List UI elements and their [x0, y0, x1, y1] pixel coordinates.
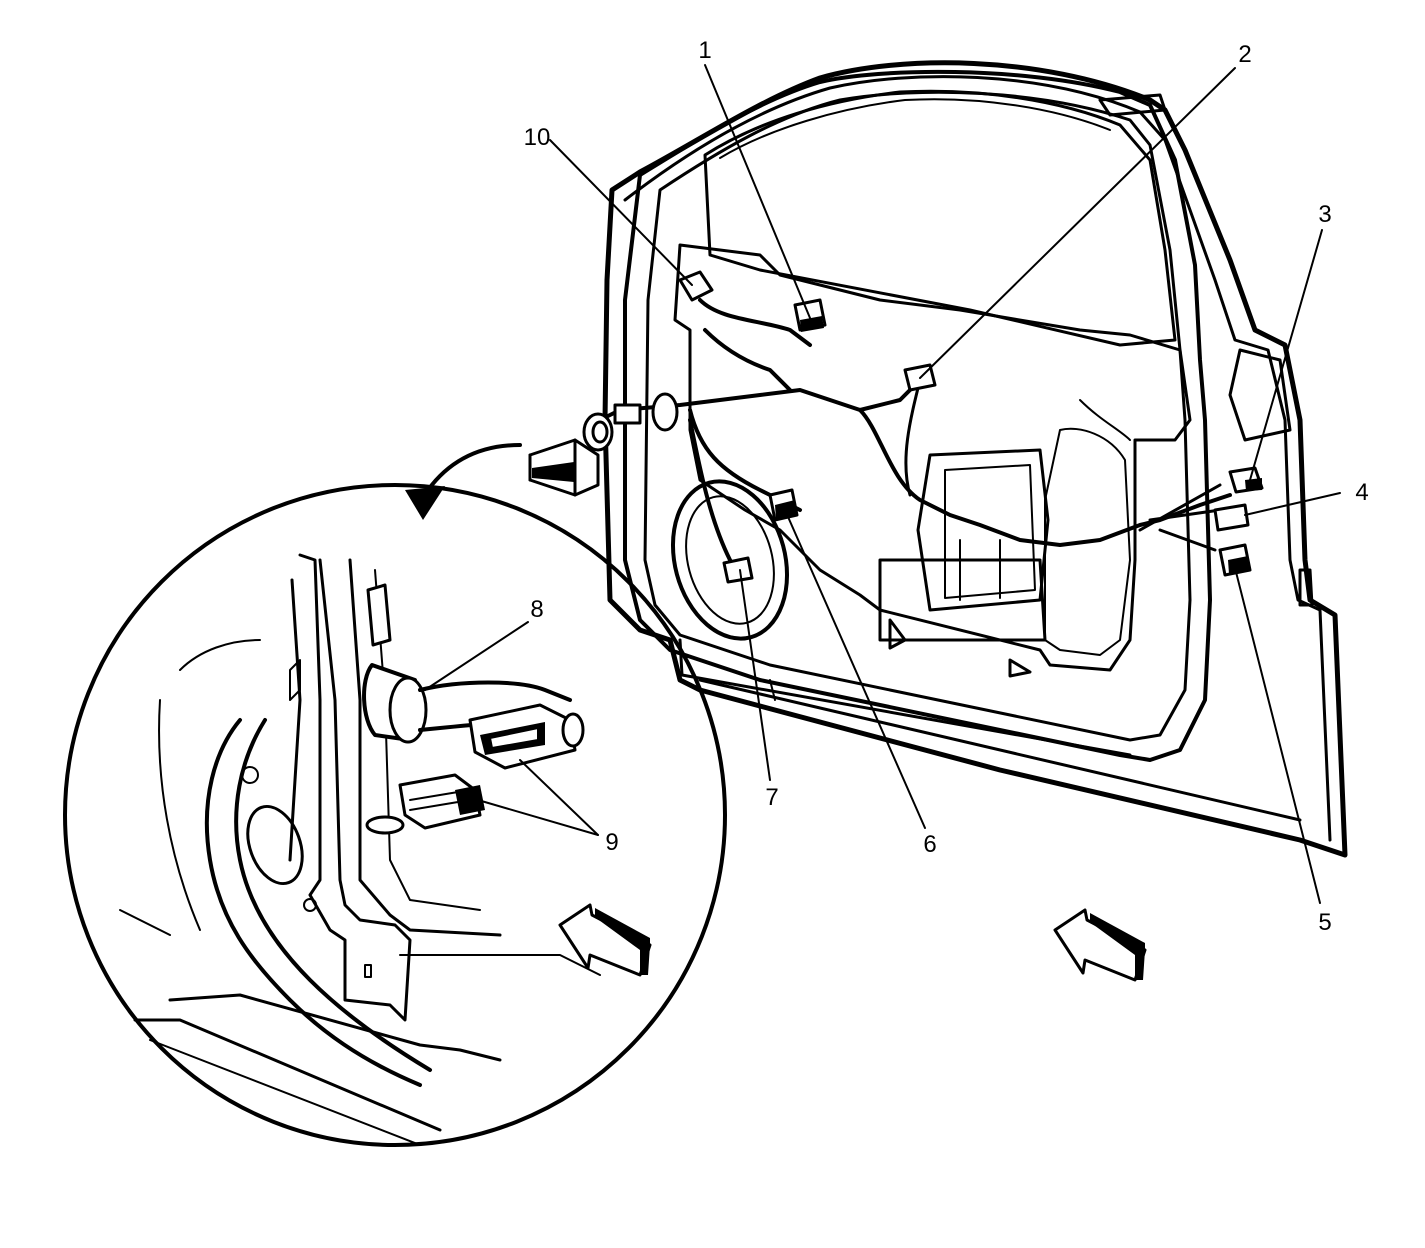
detail-view	[63, 483, 727, 1147]
connector-10-body	[678, 270, 714, 302]
callout-6: 6	[923, 831, 936, 858]
wiring-harness	[598, 298, 1232, 577]
callout-9: 9	[605, 829, 618, 856]
leader-line-9a	[519, 759, 599, 836]
callout-5: 5	[1318, 909, 1331, 936]
callout-3: 3	[1318, 201, 1331, 228]
leader-line-6	[784, 509, 926, 829]
leader-line-1	[704, 64, 811, 319]
callout-4: 4	[1355, 479, 1368, 506]
view-direction-arrow-main	[1053, 908, 1147, 982]
leader-line-7	[739, 569, 771, 781]
leader-line-5	[1234, 567, 1321, 904]
callout-1: 1	[698, 37, 711, 64]
leader-line-3	[1249, 229, 1323, 481]
connector-4-body	[1213, 503, 1250, 532]
leader-line-10	[549, 139, 693, 286]
callout-labels: 1 2 3 4 5 6 7 8 9 10	[524, 37, 1369, 936]
callout-7: 7	[765, 784, 778, 811]
leader-lines	[424, 64, 1341, 904]
view-direction-arrow-detail	[558, 903, 652, 977]
connector-5-body	[1218, 543, 1252, 577]
callout-8: 8	[530, 596, 543, 623]
leader-line-8	[424, 621, 529, 691]
connector-6-body	[768, 488, 799, 522]
leader-line-4	[1244, 492, 1341, 516]
leader-line-9b	[477, 799, 599, 836]
door-harness-connector	[528, 392, 679, 497]
callout-10: 10	[524, 124, 551, 151]
detail-pointer-arrow	[405, 443, 522, 520]
callout-2: 2	[1238, 41, 1251, 68]
connector-7-body	[722, 556, 754, 584]
leader-line-2	[919, 67, 1236, 379]
connector-1-body	[793, 298, 827, 332]
connector-3-body	[1228, 466, 1264, 494]
